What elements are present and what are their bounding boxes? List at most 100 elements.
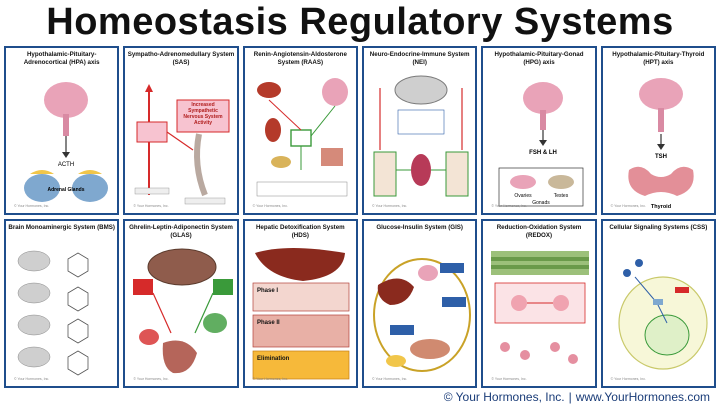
card-hds[interactable]: Hepatic Detoxification System (HDS) Phas… <box>242 219 358 388</box>
card-title: Reduction-Oxidation System (REDOX) <box>496 224 582 239</box>
blue-label <box>440 263 464 273</box>
elimination-box <box>252 350 350 380</box>
arrow-head <box>539 140 548 146</box>
card-title: Hypothalamic-Pituitary-Adrenocortical (H… <box>23 51 100 66</box>
pituitary-shape <box>44 82 88 118</box>
footer-copyright: © Your Hormones, Inc. <box>443 390 565 404</box>
organ-box-right <box>445 151 469 197</box>
systems-grid: Hypothalamic-Pituitary-Adrenocortical (H… <box>4 46 716 388</box>
right-kidney <box>72 174 108 202</box>
hpt-illustration: TSH Thyroid <box>627 78 694 210</box>
small-label-box <box>185 197 226 205</box>
right-adrenal <box>78 170 102 174</box>
card-title: Hypothalamic-Pituitary-Thyroid (HPT) axi… <box>612 51 705 66</box>
testes-shape <box>548 175 575 189</box>
blue-label <box>390 325 414 335</box>
card-title: Neuro-Endocrine-Immune System (NEI) <box>369 51 470 66</box>
card-copyright: © Your Hormones, Inc. <box>14 204 50 208</box>
card-copyright: © Your Hormones, Inc. <box>14 377 50 381</box>
css-illustration <box>618 259 708 370</box>
molecule-shape <box>67 286 89 312</box>
card-bms[interactable]: Brain Monoaminergic System (BMS) © Your … <box>4 219 120 388</box>
stomach-shape <box>163 340 198 374</box>
blue-label <box>442 297 466 307</box>
signal-line <box>634 276 658 304</box>
card-title: Renin-Angiotensin-Aldosterone System (RA… <box>253 51 347 66</box>
lungs-shape <box>321 78 348 106</box>
arrow-head <box>145 84 154 92</box>
text-box <box>256 181 347 197</box>
footer-separator: | <box>568 390 572 404</box>
pituitary-shape <box>523 82 564 114</box>
arrow-line <box>310 105 336 137</box>
link-line <box>166 131 194 151</box>
brain-shape <box>394 75 448 105</box>
left-adrenal <box>30 170 54 174</box>
card-copyright: © Your Hormones, Inc. <box>252 377 288 381</box>
liver-shape <box>256 82 281 98</box>
molecule-shape <box>67 350 89 376</box>
fat-shape <box>386 355 406 367</box>
tsh-label: TSH <box>655 154 667 160</box>
protein-shape <box>674 287 689 293</box>
card-hpg-axis[interactable]: Hypothalamic-Pituitary-Gonad (HPG) axis … <box>481 46 597 215</box>
molecule-shape <box>568 354 579 364</box>
card-title: Brain Monoaminergic System (BMS) <box>8 224 115 231</box>
gonads-label: Gonads <box>533 200 551 206</box>
fsh-lh-label: FSH & LH <box>529 150 557 156</box>
nei-illustration <box>373 75 469 197</box>
blue-box <box>397 109 445 135</box>
testes-label: Testes <box>554 193 569 199</box>
signal-line <box>656 302 668 324</box>
brain-shape <box>147 248 217 286</box>
card-nei[interactable]: Neuro-Endocrine-Immune System (NEI) © Yo… <box>362 46 478 215</box>
signal-molecule <box>634 259 643 267</box>
green-label-box <box>213 279 234 295</box>
card-copyright: © Your Hormones, Inc. <box>133 377 169 381</box>
card-raas[interactable]: Renin-Angiotensin-Aldosterone System (RA… <box>242 46 358 215</box>
card-sas[interactable]: Sympatho-Adrenomedullary System (SAS) In… <box>123 46 239 215</box>
card-title: Hypothalamic-Pituitary-Gonad (HPG) axis <box>494 51 584 66</box>
brain-shape <box>17 250 51 272</box>
molecule-shape <box>67 318 89 344</box>
card-title: Ghrelin-Leptin-Adiponectin System (GLAS) <box>129 224 233 239</box>
sas-illustration: Increased Sympathetic Nervous System Act… <box>135 84 230 205</box>
card-copyright: © Your Hormones, Inc. <box>133 204 169 208</box>
footer-website-link[interactable]: www.YourHormones.com <box>575 390 710 404</box>
card-copyright: © Your Hormones, Inc. <box>610 377 646 381</box>
card-copyright: © Your Hormones, Inc. <box>491 204 527 208</box>
ovaries-label: Ovaries <box>515 193 533 199</box>
organ-box-left <box>373 151 397 197</box>
card-redox[interactable]: Reduction-Oxidation System (REDOX) © You… <box>481 219 597 388</box>
enzyme-shape <box>511 295 528 311</box>
card-title: Cellular Signaling Systems (CSS) <box>609 224 708 231</box>
bms-illustration <box>17 250 89 376</box>
footer: © Your Hormones, Inc.|www.YourHormones.c… <box>444 389 710 405</box>
card-gis[interactable]: Glucose-Insulin System (GIS) © Your Horm… <box>362 219 478 388</box>
stalk-shape <box>63 114 69 136</box>
left-kidney <box>24 174 60 202</box>
gis-illustration <box>373 258 471 372</box>
pancreas-shape <box>410 339 450 359</box>
kidney-shape <box>264 118 281 142</box>
elimination-label: Elimination <box>257 356 290 362</box>
adrenal-shape <box>270 156 291 168</box>
spine-shape <box>194 133 209 197</box>
card-hpa-axis[interactable]: Hypothalamic-Pituitary-Adrenocortical (H… <box>4 46 120 215</box>
cell-shape <box>139 329 160 345</box>
arrow-line <box>268 99 301 131</box>
red-line <box>152 292 172 334</box>
card-css[interactable]: Cellular Signaling Systems (CSS) © Your … <box>600 219 716 388</box>
phase-2-box <box>252 314 350 348</box>
card-title: Glucose-Insulin System (GIS) <box>376 224 463 231</box>
vessel-shape <box>320 148 343 166</box>
card-title: Hepatic Detoxification System (HDS) <box>255 224 345 239</box>
pituitary-shape <box>638 78 683 110</box>
phase-2-label: Phase II <box>257 320 280 326</box>
card-copyright: © Your Hormones, Inc. <box>372 377 408 381</box>
card-glas[interactable]: Ghrelin-Leptin-Adiponectin System (GLAS)… <box>123 219 239 388</box>
card-copyright: © Your Hormones, Inc. <box>610 204 646 208</box>
molecule-shape <box>500 342 511 352</box>
card-hpt-axis[interactable]: Hypothalamic-Pituitary-Thyroid (HPT) axi… <box>600 46 716 215</box>
brain-shape <box>418 265 438 281</box>
